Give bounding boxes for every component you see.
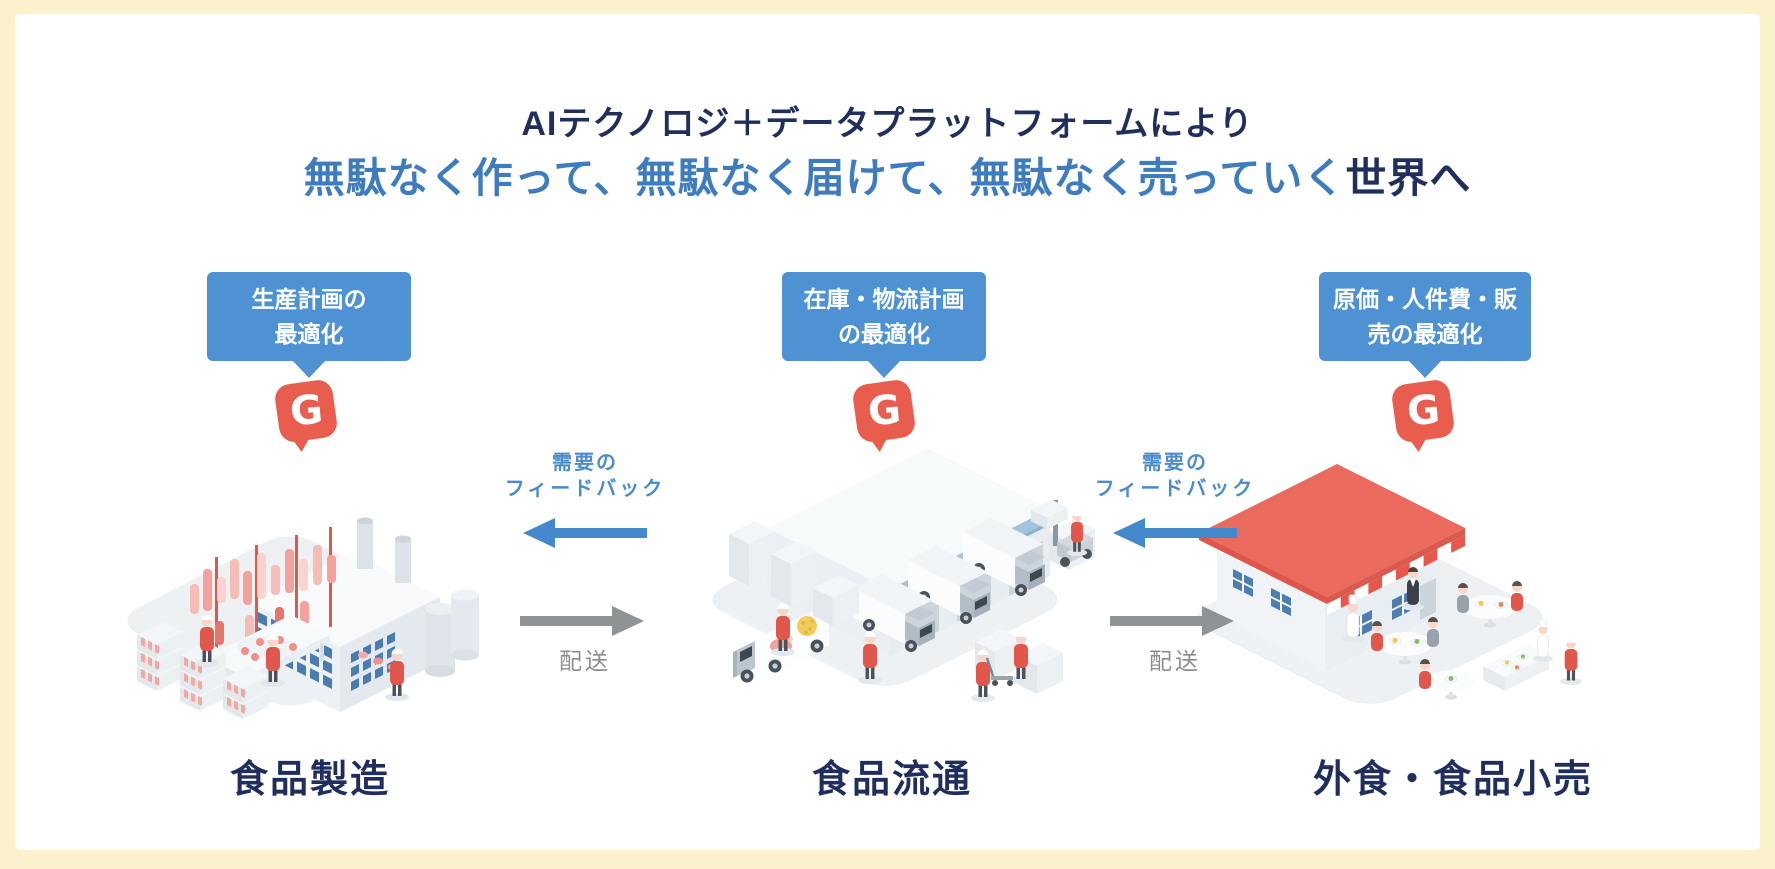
callout-line: 生産計画の — [251, 286, 367, 312]
restaurant-retail-illustration — [1197, 464, 1582, 704]
demand-feedback-arrow-icon — [1113, 518, 1237, 548]
dining-tables — [1371, 581, 1523, 700]
callout-line: 最適化 — [274, 320, 344, 347]
demand-feedback-label: フィードバック — [504, 478, 666, 500]
demand-feedback-arrow-icon — [523, 518, 647, 548]
food-factory-illustration — [127, 517, 479, 719]
callout-line: 売の最適化 — [1367, 320, 1483, 347]
food-logistics-illustration — [712, 448, 1095, 702]
title-highlight: 無駄なく作って、無駄なく届けて、無駄なく売っていく — [303, 155, 1346, 201]
main-title-line-2: 無駄なく作って、無駄なく届けて、無駄なく売っていく世界へ — [15, 144, 1760, 204]
callout-line: の最適化 — [838, 320, 930, 347]
callout-inventory-logistics: 在庫・物流計画 の最適化 — [782, 272, 986, 361]
main-title-line-1: AIテクノロジ＋データプラットフォームにより — [521, 105, 1254, 143]
delivery-label: 配送 — [1149, 648, 1201, 674]
forklift — [1031, 499, 1093, 567]
docked-trucks — [853, 518, 1045, 652]
callout-production-planning: 生産計画の 最適化 — [207, 272, 411, 361]
demand-feedback-label: フィードバック — [1094, 478, 1256, 500]
label-restaurant-retail: 外食・食品小売 — [1312, 759, 1594, 801]
delivery-arrow-icon — [1110, 606, 1234, 636]
callout-cost-labor-sales: 原価・人件費・販 売の最適化 — [1319, 272, 1531, 361]
factory-silos — [425, 589, 479, 677]
diagram-card: AIテクノロジ＋データプラットフォームにより 無駄なく作って、無駄なく届けて、無… — [15, 14, 1760, 850]
flow-group-left: 需要の フィードバック 配送 — [490, 446, 680, 686]
callout-line: 原価・人件費・販 — [1333, 286, 1517, 312]
label-food-manufacturing: 食品製造 — [229, 759, 391, 801]
warehouse-workers — [771, 603, 1033, 702]
buffet-counter — [1483, 644, 1549, 691]
demand-feedback-label: 需要の — [1142, 452, 1208, 474]
restaurant-building — [1199, 464, 1465, 671]
flow-group-right: 需要の フィードバック 配送 — [1080, 446, 1270, 686]
demand-feedback-label: 需要の — [552, 452, 618, 474]
title-tail: 世界へ — [1345, 155, 1472, 201]
label-food-distribution: 食品流通 — [811, 759, 973, 801]
callout-line: 在庫・物流計画 — [803, 286, 965, 312]
delivery-label: 配送 — [559, 648, 611, 674]
delivery-arrow-icon — [520, 606, 644, 636]
